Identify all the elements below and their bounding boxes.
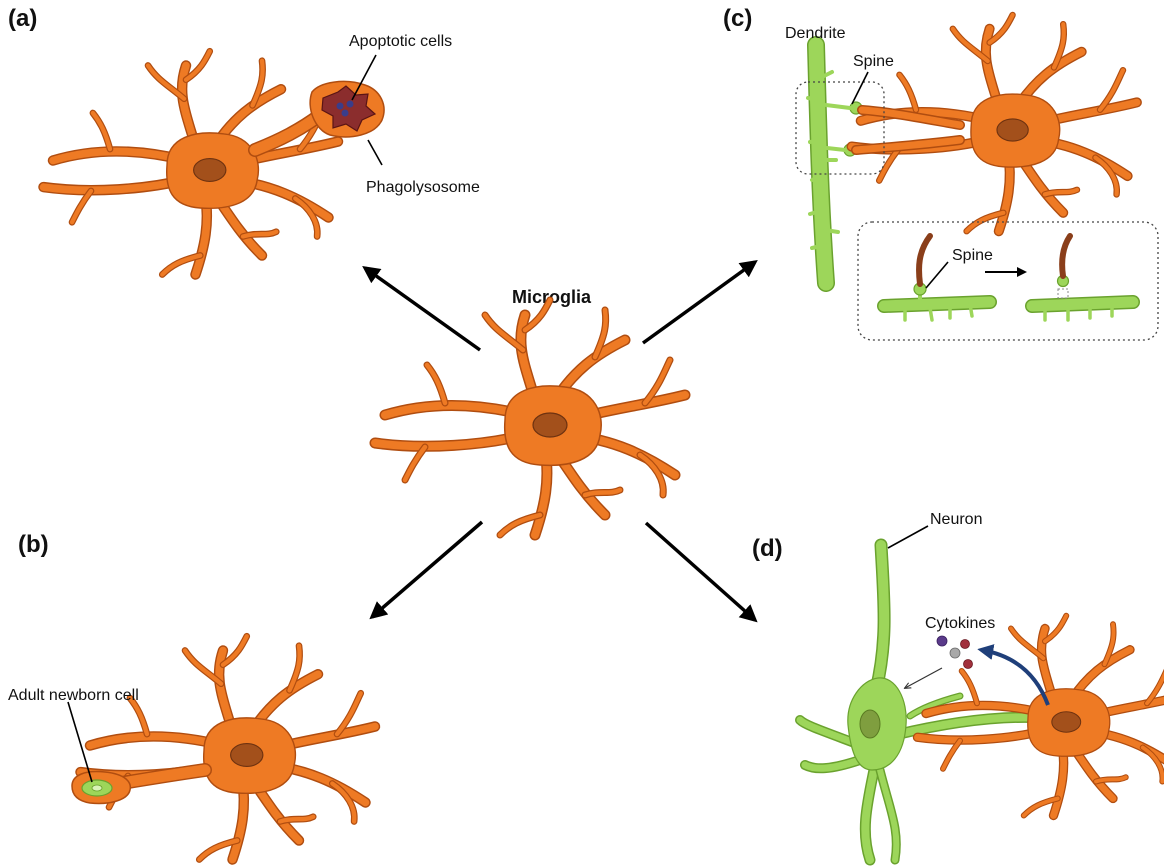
central-microglia [375, 300, 685, 535]
label-adult-newborn-cell: Adult newborn cell [8, 687, 139, 704]
label-apoptotic-cells: Apoptotic cells [349, 33, 452, 50]
spine-pruning-inset [857, 221, 1159, 341]
microglia-d [918, 616, 1164, 816]
cytokine-2 [960, 639, 970, 649]
label-spine-inset: Spine [952, 247, 993, 264]
panel-label-c: (c) [723, 5, 752, 32]
spine-contact-region [795, 81, 885, 175]
arrow-to-c [641, 259, 758, 345]
arrow-to-a [362, 265, 482, 352]
apoptotic-body-2 [346, 100, 354, 108]
label-phagolysosome: Phagolysosome [366, 179, 480, 196]
microglia-b [80, 636, 375, 859]
apoptotic-cell [321, 85, 377, 132]
label-neuron: Neuron [930, 511, 982, 528]
panel-label-a: (a) [8, 5, 37, 32]
cytokine-3 [949, 647, 961, 659]
label-spine: Spine [853, 53, 894, 70]
label-dendrite: Dendrite [785, 25, 846, 42]
inset-removed-spine [1057, 288, 1069, 299]
cytokine-release-arrow [977, 644, 1050, 706]
diagram-title: Microglia [512, 287, 592, 307]
arrow-to-b [369, 520, 484, 620]
panel-a: (a) Apoptotic cells Phagolysosome [8, 5, 480, 275]
neuron [795, 538, 1051, 866]
inset-axon-before [916, 233, 933, 287]
neuron-nucleus [859, 709, 881, 739]
label-cytokines: Cytokines [925, 615, 995, 632]
panel-c: (c) Dendrite Spine [723, 5, 1159, 341]
apoptotic-body-3 [341, 109, 349, 117]
arrow-to-d [644, 521, 758, 623]
panel-label-d: (d) [752, 535, 783, 562]
microglia-c [852, 15, 1137, 231]
apoptotic-body-1 [336, 102, 344, 110]
panel-b: (b) Adult newborn cell [8, 531, 375, 860]
cytokine-4 [963, 659, 973, 669]
microglia-a [43, 51, 338, 274]
inset-axon-after [1059, 233, 1073, 279]
panel-d: (d) Neuron Cytokines [752, 511, 1164, 866]
panel-label-b: (b) [18, 531, 49, 558]
cytokine-1 [936, 635, 948, 647]
cytokine-to-neuron-arrow [905, 667, 943, 688]
